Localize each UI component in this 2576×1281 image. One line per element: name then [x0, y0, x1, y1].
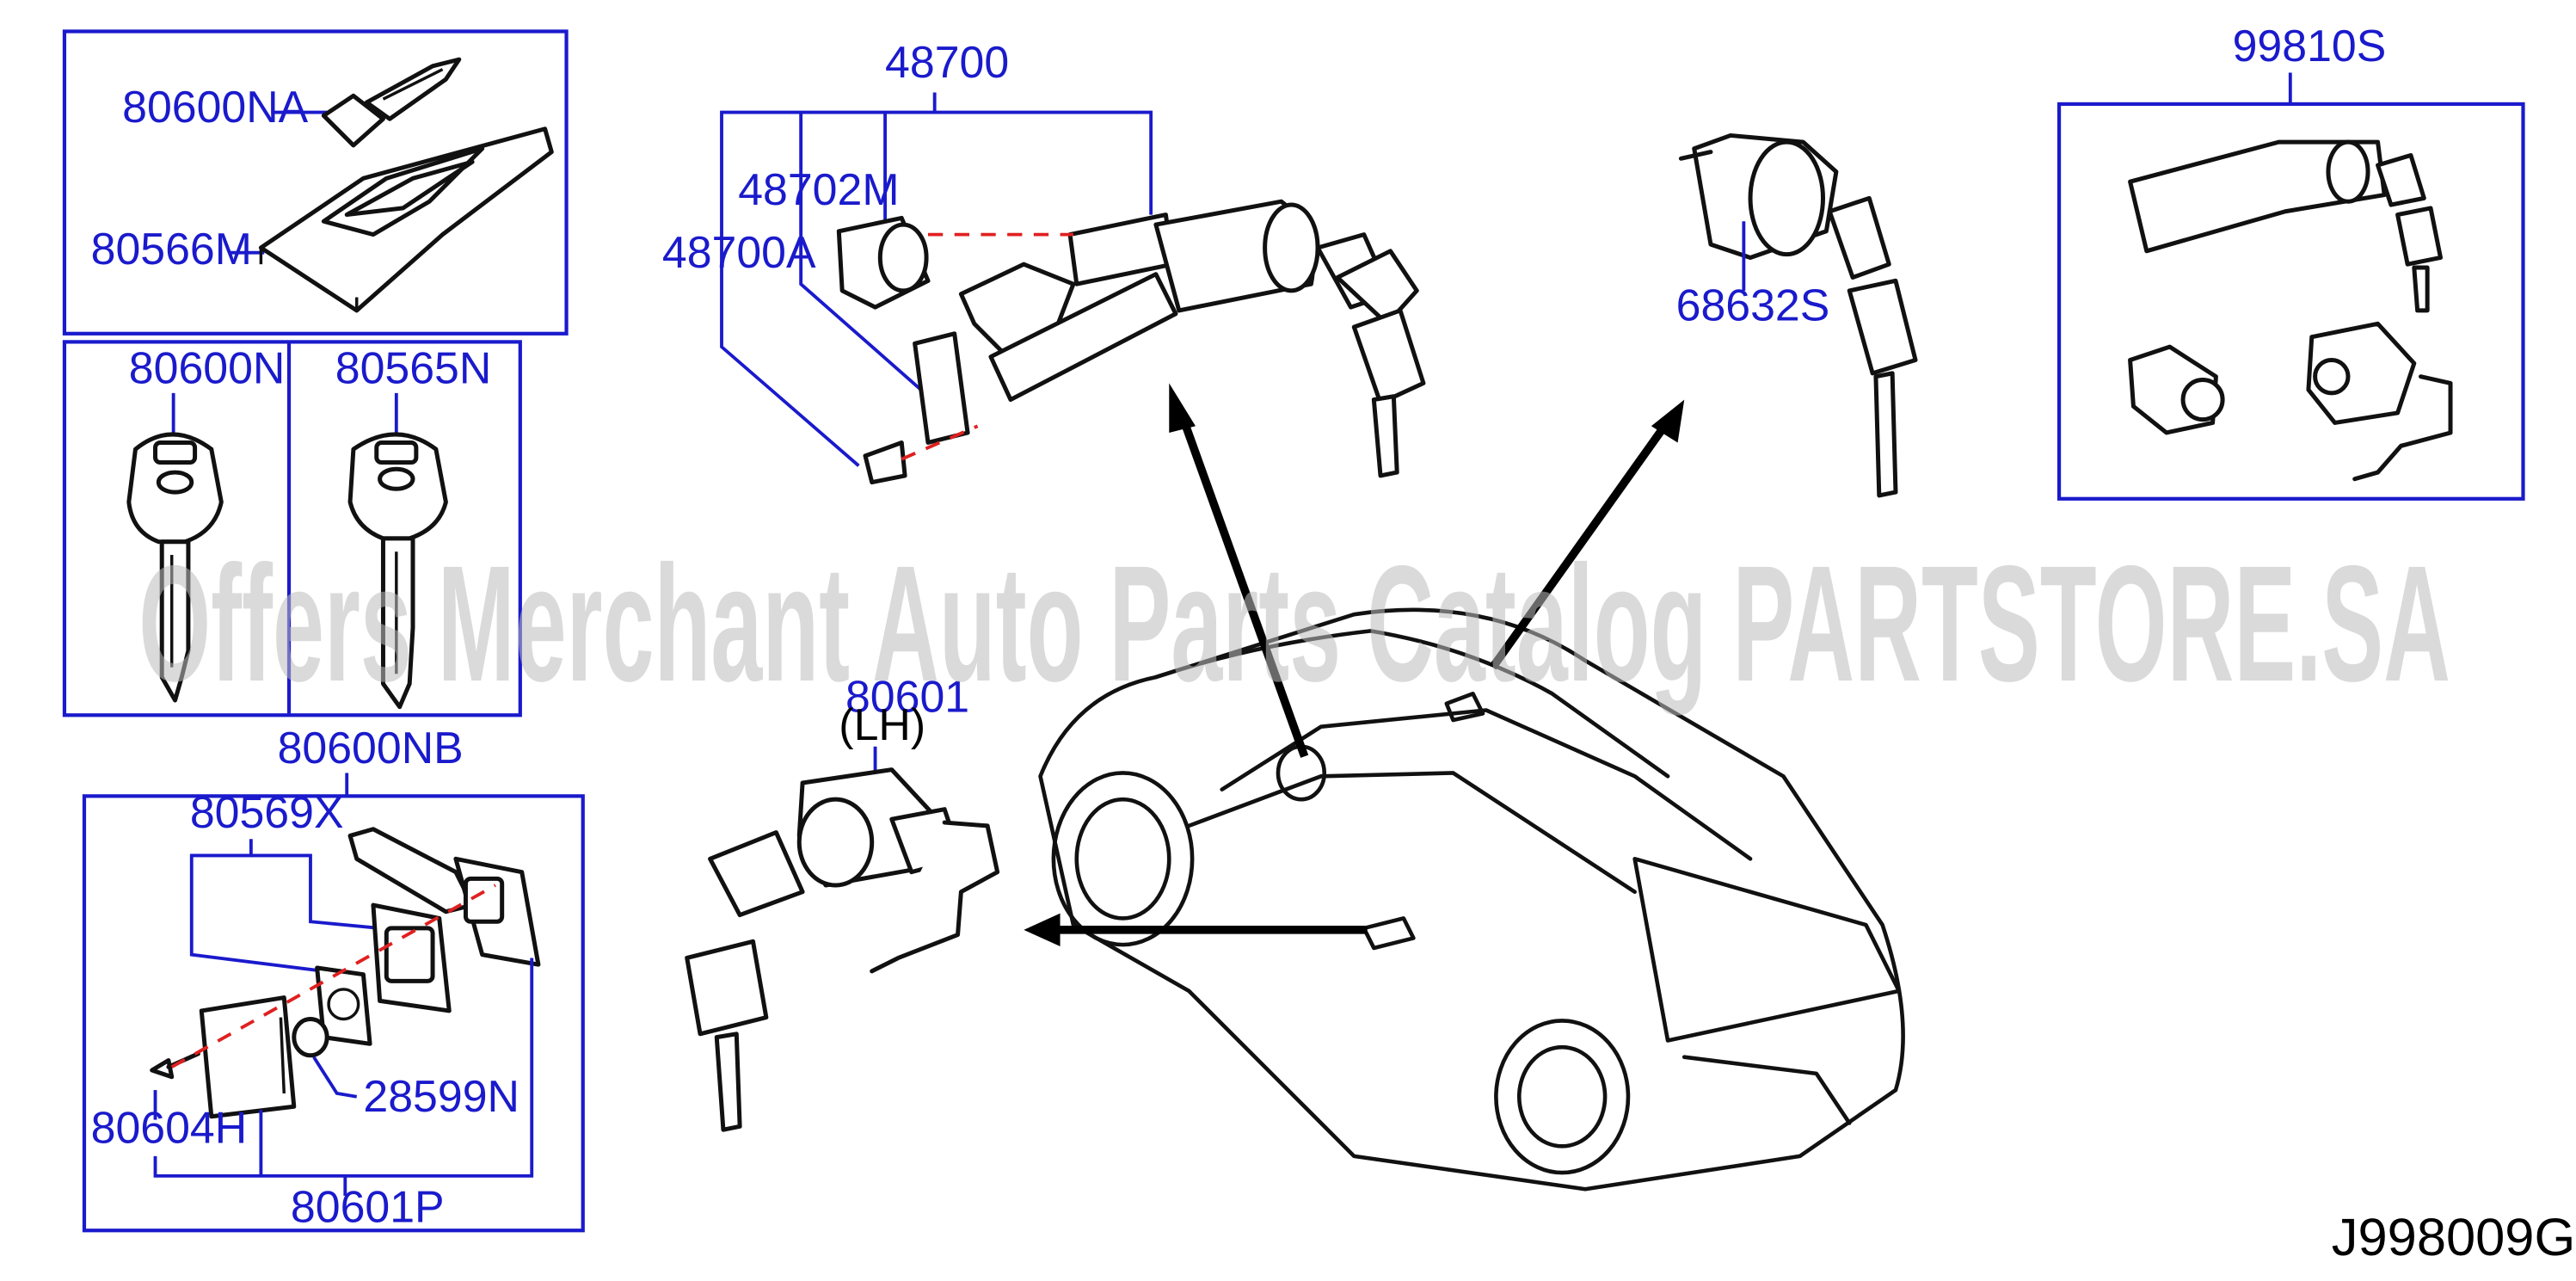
note-lh: (LH): [839, 699, 925, 749]
label-80601: 80601: [845, 671, 969, 721]
label-28599N: 28599N: [363, 1071, 520, 1121]
key-holder-80566M: [258, 126, 554, 313]
key-axis-dashed: [170, 884, 496, 1069]
label-48700A: 48700A: [662, 227, 816, 277]
label-80604H: 80604H: [91, 1102, 248, 1152]
label-80566M: 80566M: [91, 224, 252, 274]
label-80600NB: 80600NB: [278, 723, 464, 773]
leader-28599N: [312, 1056, 358, 1099]
key-80600N: [126, 432, 224, 703]
box-lock-set: [2056, 102, 2525, 501]
door-lock-80601: [685, 767, 1000, 1132]
watermark: Offers Merchant Auto Parts Catalog PARTS…: [138, 531, 2450, 716]
arrow-to-door-lock: [1024, 913, 1368, 947]
key-80565N: [347, 432, 448, 710]
arrow-to-steering-lock: [1169, 383, 1309, 758]
label-80600N: 80600N: [129, 342, 286, 392]
steering-lock-48700: [836, 199, 1426, 485]
leader-80569X-b: [250, 853, 380, 930]
leader-48702M: [799, 112, 926, 395]
label-48700: 48700: [885, 37, 1009, 87]
key-assembly-parts: [150, 827, 541, 1119]
label-99810S: 99810S: [2233, 21, 2387, 71]
box-key-assembly: [82, 794, 585, 1233]
label-80601P: 80601P: [291, 1182, 445, 1232]
car-outline: [1038, 607, 1905, 1192]
box-keys: [62, 340, 522, 717]
arrow-to-trunk-lock: [1489, 399, 1685, 670]
leader-80569X-a: [189, 839, 324, 973]
box-key-holder: [62, 29, 569, 336]
diagram-code: J998009G: [2332, 1208, 2575, 1267]
label-68632S: 68632S: [1676, 280, 1830, 329]
lock-set-99810S: [2128, 139, 2453, 482]
label-48702M: 48702M: [738, 164, 899, 214]
key-blank-80600NA: [321, 57, 462, 148]
leader-48700-b: [934, 110, 1153, 215]
label-80600NA: 80600NA: [122, 82, 309, 132]
leader-48700: [720, 92, 937, 467]
bolt-axis-dashed: [901, 424, 979, 461]
trunk-cylinder-68632S: [1678, 132, 1918, 498]
label-80565N: 80565N: [335, 342, 492, 392]
label-80569X: 80569X: [190, 787, 344, 837]
